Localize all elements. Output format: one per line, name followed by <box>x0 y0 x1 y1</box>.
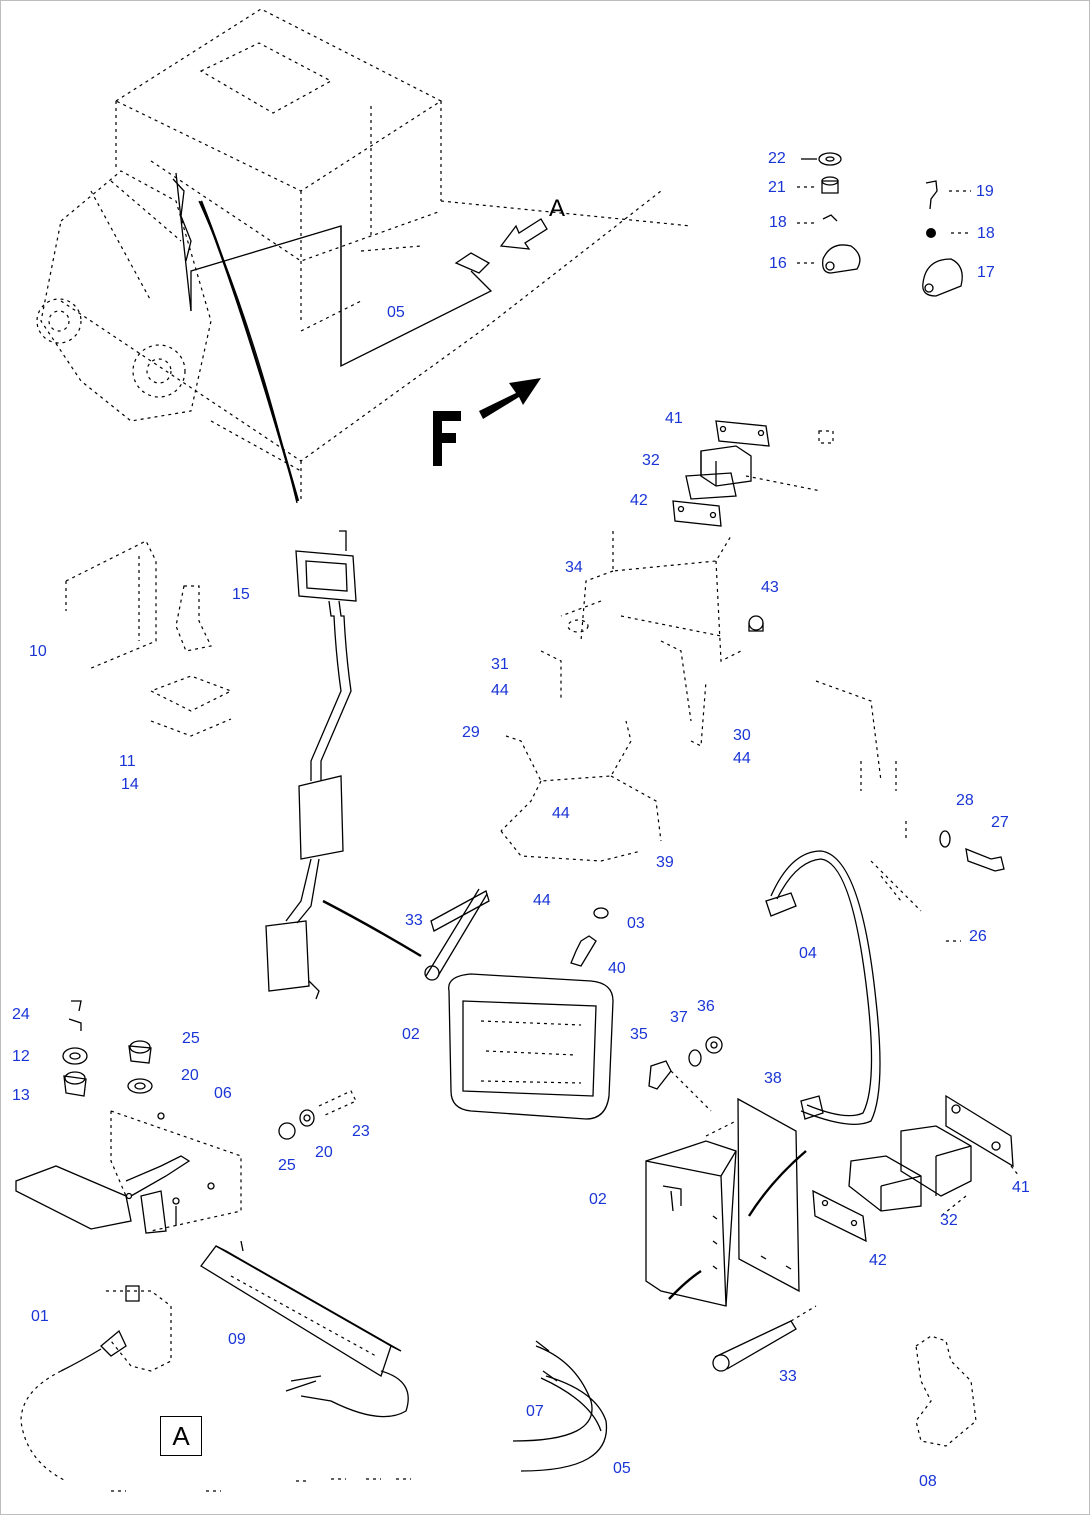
callout-18-right: 18 <box>977 225 995 242</box>
callout-26: 26 <box>969 928 987 945</box>
callout-25-bottom: 25 <box>278 1157 296 1174</box>
callout-34: 34 <box>565 559 583 576</box>
callout-02-display: 02 <box>402 1026 420 1043</box>
callout-08: 08 <box>919 1473 937 1490</box>
view-a-detail-box: A <box>160 1416 202 1456</box>
callout-19: 19 <box>976 183 994 200</box>
callout-03: 03 <box>627 915 645 932</box>
callout-05-top: 05 <box>387 304 405 321</box>
bolt-27-washer-28 <box>939 830 1005 942</box>
callout-21: 21 <box>768 179 786 196</box>
bolt-33-lower <box>712 1305 817 1372</box>
machine-cab-outline <box>36 8 692 504</box>
callout-32-top: 32 <box>642 452 660 469</box>
callout-25-top: 25 <box>182 1030 200 1047</box>
callout-42-top: 42 <box>630 492 648 509</box>
bracket-10-plate-11-14 <box>65 540 233 737</box>
callout-29: 29 <box>462 724 480 741</box>
callout-01: 01 <box>31 1308 49 1325</box>
callout-32-bottom: 32 <box>940 1212 958 1229</box>
callout-41-bottom: 41 <box>1012 1179 1030 1196</box>
control-box-02 <box>645 1097 807 1307</box>
callout-37: 37 <box>670 1009 688 1026</box>
callout-38: 38 <box>764 1070 782 1087</box>
cable-04 <box>765 850 881 1125</box>
callout-33-bottom: 33 <box>779 1368 797 1385</box>
bracket-stack-upper <box>672 420 834 527</box>
callout-07: 07 <box>526 1403 544 1420</box>
callout-35: 35 <box>630 1026 648 1043</box>
callout-14: 14 <box>121 776 139 793</box>
callout-12: 12 <box>12 1048 30 1065</box>
sensor-01 <box>20 1285 411 1492</box>
callout-44-d: 44 <box>533 892 551 909</box>
view-a-arrow <box>499 218 548 250</box>
hardware-top-right <box>797 152 971 297</box>
callout-20-bottom: 20 <box>315 1144 333 1161</box>
bolt-40-washer-03 <box>570 907 609 967</box>
callout-44-b: 44 <box>733 750 751 767</box>
callout-05-bottom: 05 <box>613 1460 631 1477</box>
callout-30: 30 <box>733 727 751 744</box>
callout-02-box: 02 <box>589 1191 607 1208</box>
callout-43: 43 <box>761 579 779 596</box>
callout-20-top: 20 <box>181 1067 199 1084</box>
callout-41-top: 41 <box>665 410 683 427</box>
callout-23: 23 <box>352 1123 370 1140</box>
direction-f-arrow <box>433 378 541 466</box>
callout-42-bottom: 42 <box>869 1252 887 1269</box>
callout-33-top: 33 <box>405 912 423 929</box>
callout-18: 18 <box>769 214 787 231</box>
callout-11: 11 <box>119 753 136 770</box>
callout-09: 09 <box>228 1331 246 1348</box>
callout-13: 13 <box>12 1087 30 1104</box>
callout-40: 40 <box>608 960 626 977</box>
view-a-arrow-label: A <box>549 195 566 222</box>
callout-36: 36 <box>697 998 715 1015</box>
callout-44-c: 44 <box>552 805 570 822</box>
callout-22: 22 <box>768 150 786 167</box>
callout-04: 04 <box>799 945 817 962</box>
bracket-06-assembly <box>15 1000 357 1234</box>
callout-10: 10 <box>29 643 47 660</box>
callout-17: 17 <box>977 264 995 281</box>
callout-28: 28 <box>956 792 974 809</box>
callout-31: 31 <box>491 656 509 673</box>
callout-39: 39 <box>656 854 674 871</box>
cables-07-05 <box>512 1340 608 1472</box>
bolt-35-washer-37-nut-36 <box>648 1036 723 1112</box>
bracket-stack-lower <box>812 1094 1020 1243</box>
sensor-cable-assembly <box>265 530 422 1000</box>
callout-44-a: 44 <box>491 682 509 699</box>
callout-06: 06 <box>214 1085 232 1102</box>
clamp-08 <box>915 1335 977 1447</box>
callout-27: 27 <box>991 814 1009 831</box>
callout-16: 16 <box>769 255 787 272</box>
callout-15: 15 <box>232 586 250 603</box>
callout-24: 24 <box>12 1006 30 1023</box>
display-unit-02 <box>424 888 614 1120</box>
mounting-frame <box>500 531 922 912</box>
sensor-bar-09 <box>200 1240 409 1418</box>
